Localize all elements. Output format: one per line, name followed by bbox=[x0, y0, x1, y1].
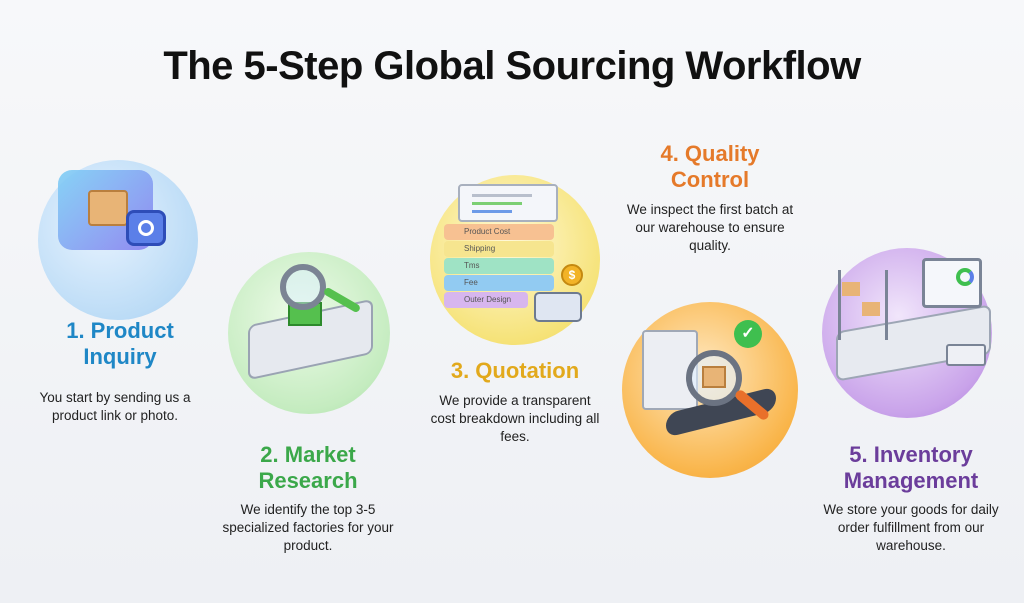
layer-fee: Fee bbox=[444, 275, 554, 291]
dashboard-screen-icon bbox=[922, 258, 982, 308]
coin-icon: $ bbox=[561, 264, 583, 286]
step-1-heading-line2: Inquiry bbox=[83, 344, 157, 369]
step-3-description: We provide a transparent cost breakdown … bbox=[430, 393, 600, 444]
step-3-heading-line1: 3. Quotation bbox=[450, 358, 580, 383]
step-2-heading-line1: 2. Market bbox=[260, 442, 356, 467]
step-2-description: We identify the top 3-5 specialized fact… bbox=[222, 502, 394, 553]
step-5-heading-line2: Management bbox=[843, 468, 979, 493]
truck-icon bbox=[946, 344, 986, 366]
layer-product-cost: Product Cost bbox=[444, 224, 554, 240]
step-1-heading-line1: 1. Product bbox=[66, 318, 174, 343]
step-1-description: You start by sending us a product link o… bbox=[39, 390, 191, 423]
page-title: The 5-Step Global Sourcing Workflow bbox=[163, 44, 861, 88]
warehouse-robot-truck-icon bbox=[826, 258, 1001, 388]
step-4-heading-line1: 4. Quality bbox=[660, 141, 760, 166]
step-4-description: We inspect the first batch at our wareho… bbox=[626, 202, 794, 253]
step-5-description: We store your goods for daily order fulf… bbox=[823, 502, 999, 553]
step-5-heading-line1: 5. Inventory bbox=[849, 442, 973, 467]
document-layers-calculator-icon: Product Cost Shipping Tms Fee Outer Desi… bbox=[436, 180, 596, 330]
layer-tms: Tms bbox=[444, 258, 554, 274]
calculator-icon bbox=[534, 292, 582, 322]
step-3-heading: 3. Quotation bbox=[420, 358, 610, 384]
factory-magnifier-icon bbox=[238, 262, 388, 392]
check-icon: ✓ bbox=[734, 320, 762, 348]
step-2-heading-line2: Research bbox=[258, 468, 358, 493]
layer-outer-design: Outer Design bbox=[444, 292, 528, 308]
conveyor-magnifier-check-icon: ✓ bbox=[636, 320, 786, 460]
step-4-heading-line2: Control bbox=[670, 167, 750, 192]
chat-box-camera-icon bbox=[58, 170, 168, 270]
document-icon bbox=[458, 184, 558, 222]
layer-shipping: Shipping bbox=[444, 241, 554, 257]
